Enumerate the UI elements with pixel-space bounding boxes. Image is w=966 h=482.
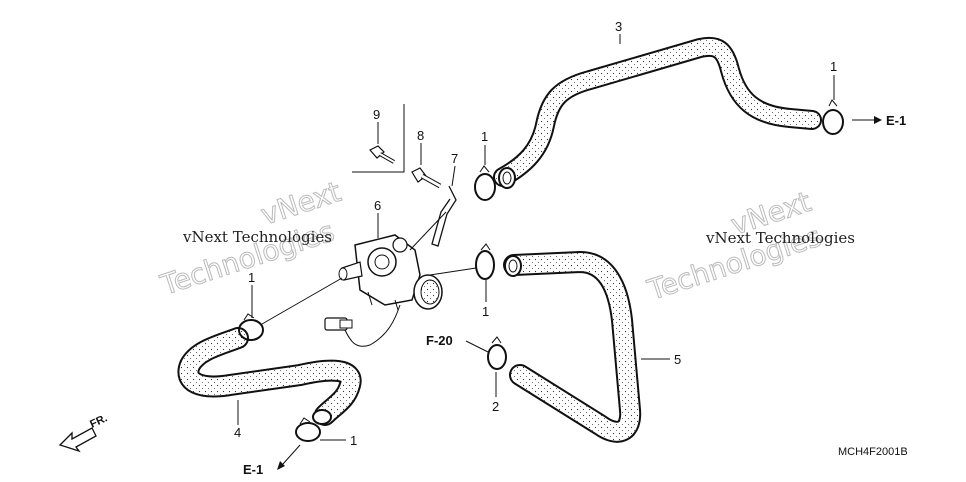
screw-9	[352, 104, 405, 173]
watermark-right: vNext Technologies vNext Technologies	[643, 184, 856, 307]
callout-6: 6	[374, 198, 381, 213]
hose-3	[493, 36, 822, 189]
callout-9: 9	[373, 107, 380, 122]
ref-e1-bottom: E-1	[243, 462, 263, 477]
clamp-left	[238, 313, 264, 341]
hose-4	[177, 327, 362, 426]
callout-1-mid: 1	[482, 304, 489, 319]
valve-assembly-6	[324, 234, 443, 347]
callout-4: 4	[234, 425, 241, 440]
watermark-right-text: vNext Technologies	[705, 229, 855, 247]
clamp-top-right	[822, 99, 844, 135]
clamp-upper-mid	[474, 165, 496, 201]
clamp-f20	[487, 336, 507, 370]
part-code: MCH4F2001B	[838, 446, 908, 458]
leader-lines	[237, 34, 835, 441]
bracket-7	[431, 185, 457, 247]
callout-8: 8	[417, 128, 424, 143]
callout-2: 2	[492, 399, 499, 414]
front-arrow-icon	[58, 427, 97, 453]
bolt-8	[411, 167, 442, 189]
callout-7: 7	[451, 151, 458, 166]
callout-1-upper-mid: 1	[481, 129, 488, 144]
callout-5: 5	[674, 352, 681, 367]
ref-front: FR.	[88, 412, 109, 430]
arrow-e1-top	[852, 116, 882, 124]
clamp-mid	[475, 243, 495, 280]
clamp-bottom	[295, 417, 321, 442]
watermark-left-text: vNext Technologies	[182, 228, 332, 246]
callout-1-left: 1	[248, 270, 255, 285]
callout-1-top-right: 1	[830, 59, 837, 74]
callout-3: 3	[615, 19, 622, 34]
ref-e1-top: E-1	[886, 113, 906, 128]
callout-1-bottom: 1	[350, 433, 357, 448]
arrow-e1-bottom	[277, 444, 301, 470]
hose-5	[503, 250, 642, 443]
ref-f20: F-20	[426, 333, 453, 348]
